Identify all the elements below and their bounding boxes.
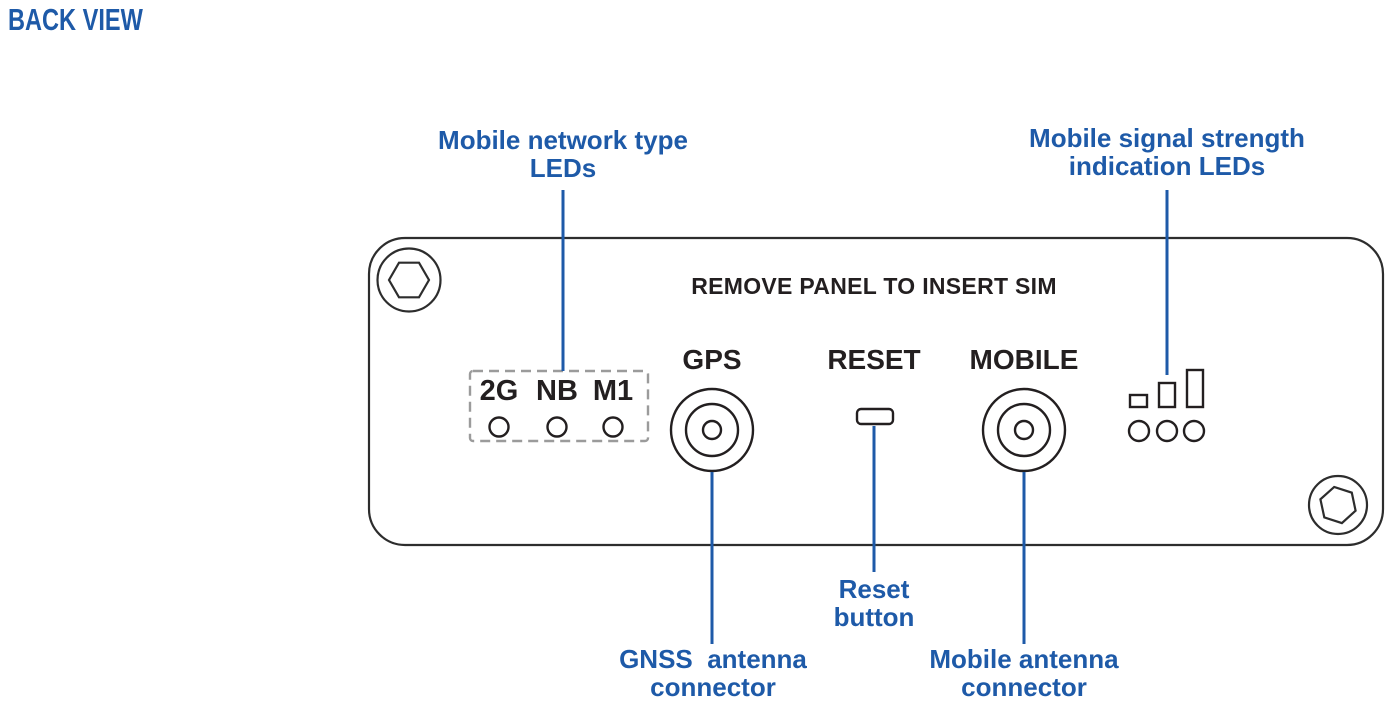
callout-gnss-antenna-connector-line2: connector xyxy=(650,672,776,702)
callout-reset-button: Reset button xyxy=(774,575,974,631)
callout-reset-button-line2: button xyxy=(833,602,915,632)
callout-signal-strength-leds-line1: Mobile signal strength xyxy=(1029,123,1305,153)
sim-notice-text: REMOVE PANEL TO INSERT SIM xyxy=(691,273,1057,299)
network-led-label-2g: 2G xyxy=(479,375,519,407)
hex-screw-icon-bottom-right xyxy=(1307,474,1369,536)
callout-mobile-antenna-connector: Mobile antenna connector xyxy=(859,645,1189,701)
led-nb-icon xyxy=(546,416,568,438)
callout-reset-button-line1: Reset xyxy=(838,574,910,604)
led-m1-icon xyxy=(602,416,624,438)
signal-strength-led-indicators xyxy=(1127,419,1206,443)
network-leds-dashed-box xyxy=(468,369,650,443)
callout-mobile-antenna-connector-line1: Mobile antenna xyxy=(929,644,1119,674)
gps-antenna-connector-icon xyxy=(669,387,755,473)
hex-screw-icon-top-left xyxy=(376,247,442,313)
callout-gnss-antenna-connector: GNSS antenna connector xyxy=(548,645,878,701)
panel-outline xyxy=(367,236,1385,547)
callout-network-type-leds-line2: LEDs xyxy=(529,153,597,183)
page-title: BACK VIEW xyxy=(8,2,143,37)
gps-connector-label: GPS xyxy=(682,344,742,375)
reset-button-icon xyxy=(855,407,895,426)
network-led-label-nb: NB xyxy=(536,375,578,407)
led-2g-icon xyxy=(488,416,510,438)
reset-label: RESET xyxy=(827,344,921,375)
mobile-connector-label: MOBILE xyxy=(969,344,1079,375)
callout-leader-lines xyxy=(561,190,1169,644)
network-led-label-m1: M1 xyxy=(592,375,634,407)
callout-mobile-antenna-connector-line2: connector xyxy=(961,672,1087,702)
signal-strength-bars-icon xyxy=(1128,368,1205,409)
mobile-antenna-connector-icon xyxy=(981,387,1067,473)
callout-network-type-leds-line1: Mobile network type xyxy=(438,125,688,155)
network-type-led-indicators xyxy=(488,416,624,438)
callout-network-type-leds: Mobile network type LEDs xyxy=(398,126,728,182)
callout-gnss-antenna-connector-line1: GNSS antenna xyxy=(619,644,807,674)
callout-signal-strength-leds: Mobile signal strength indication LEDs xyxy=(1002,124,1332,180)
callout-signal-strength-leds-line2: indication LEDs xyxy=(1068,151,1266,181)
